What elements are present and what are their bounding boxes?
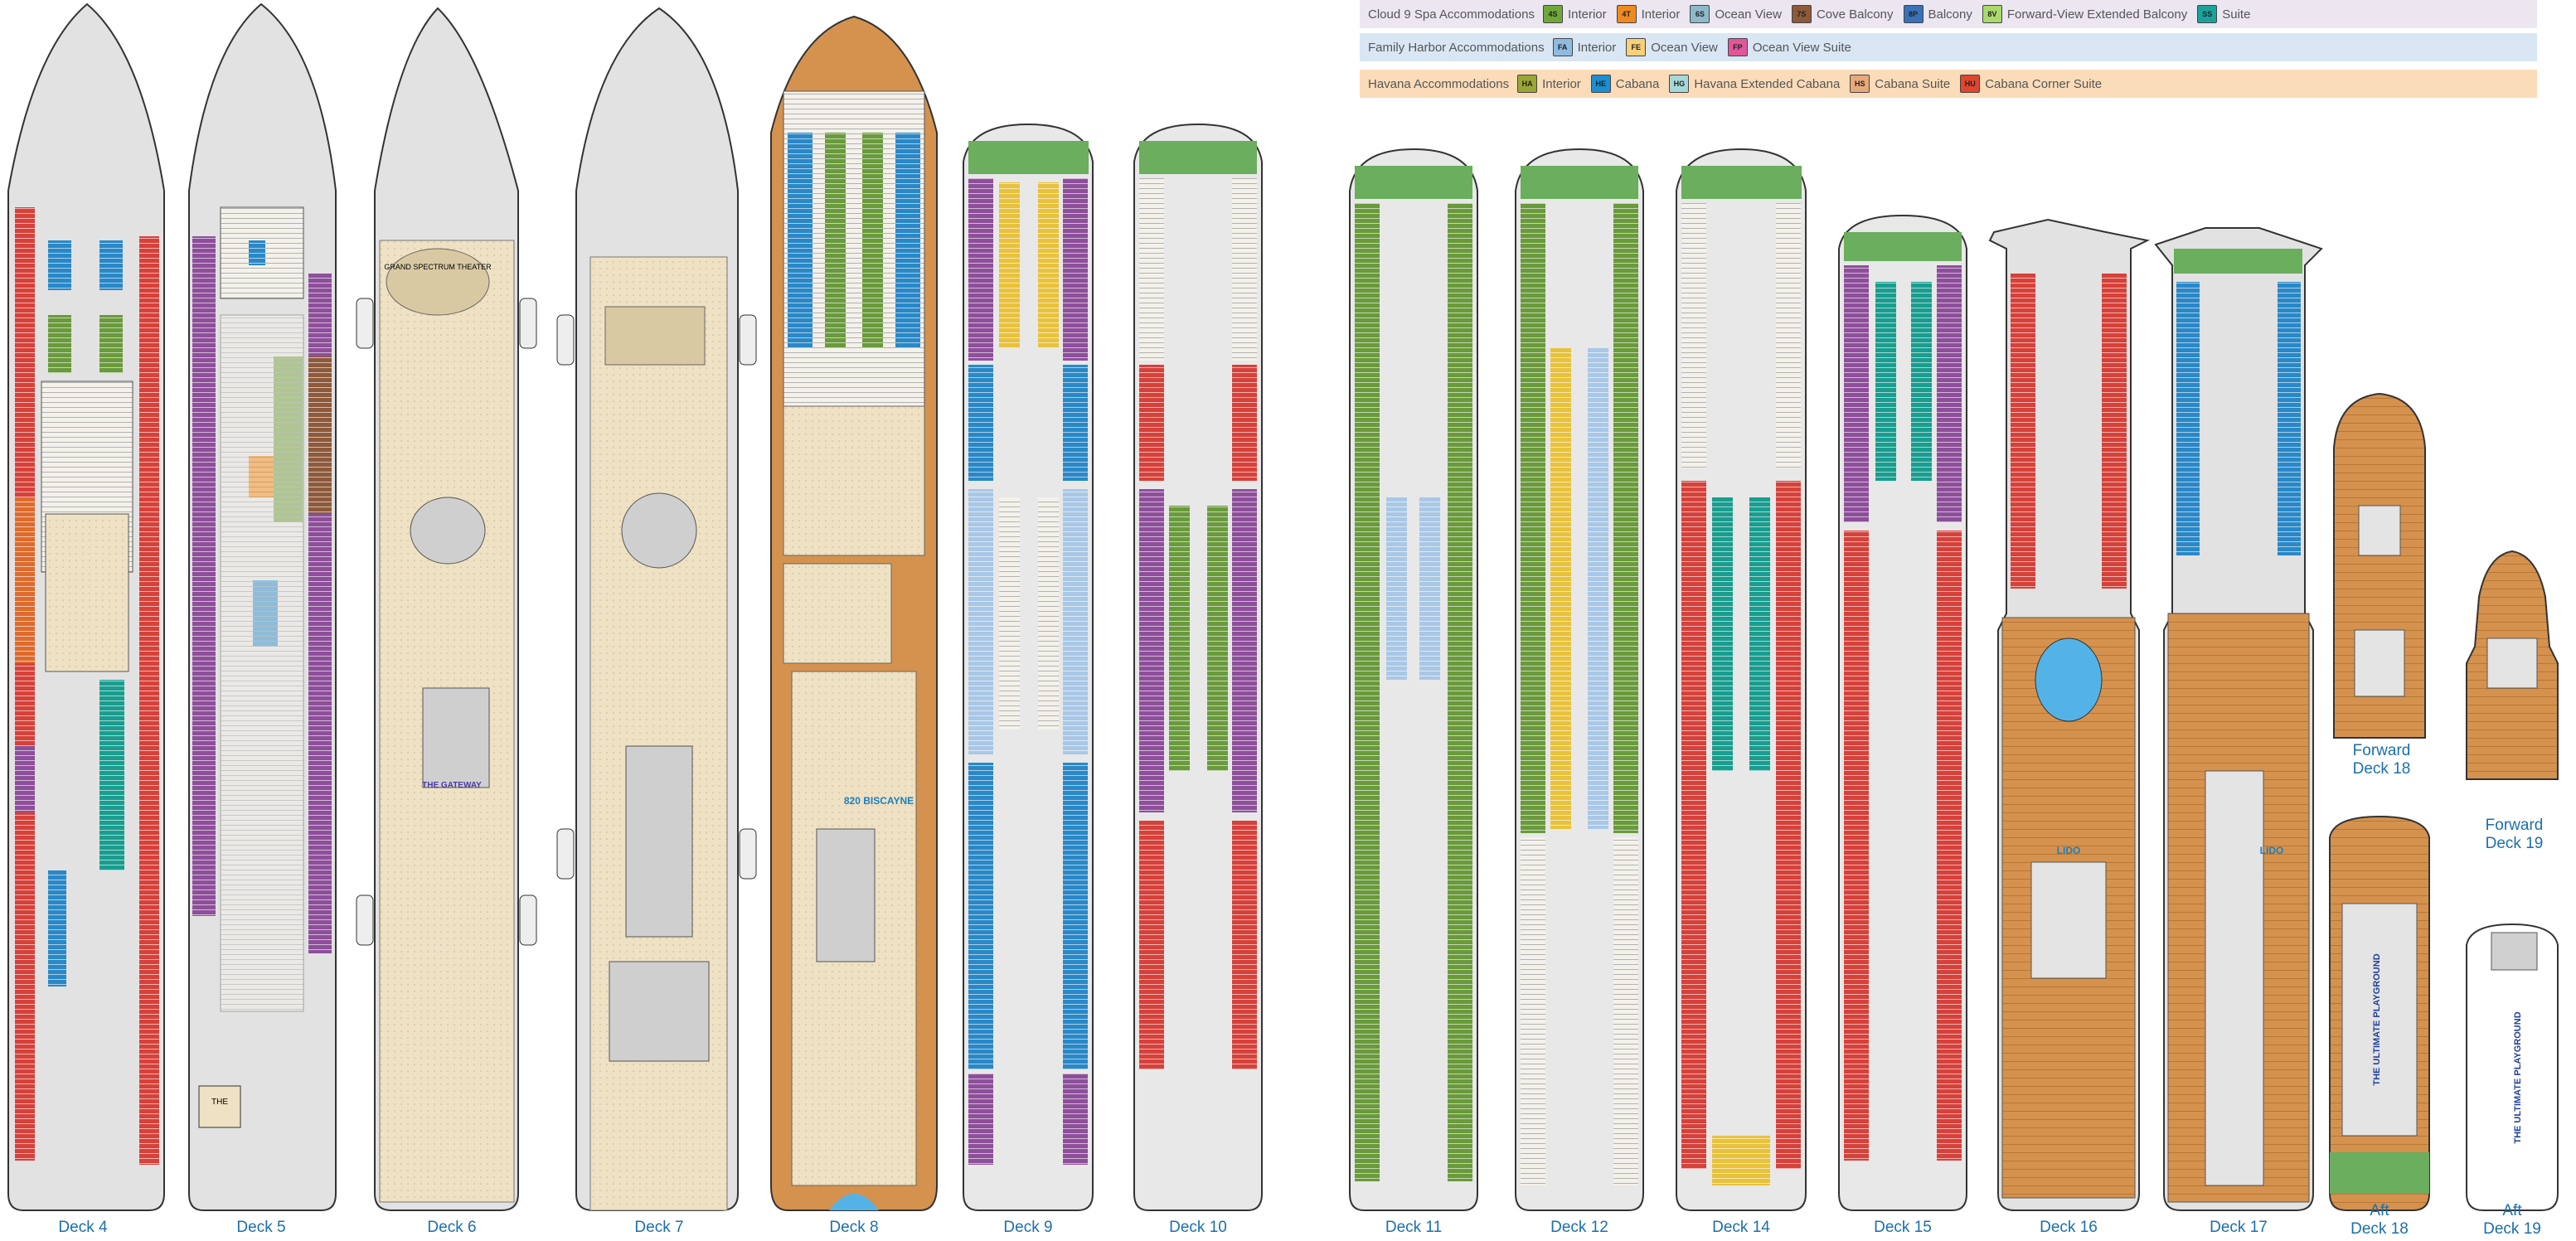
legend-code: HS xyxy=(1850,75,1870,93)
legend-item: 4T Interior xyxy=(1616,5,1684,23)
legend-code: SS xyxy=(2197,5,2218,23)
legend-cloud9-title: Cloud 9 Spa Accommodations xyxy=(1368,7,1535,22)
legend-label: Cove Balcony xyxy=(1816,7,1894,22)
legend-cloud9: Cloud 9 Spa Accommodations 4S Interior 4T… xyxy=(1360,0,2537,28)
legend-label: Cabana Corner Suite xyxy=(1985,76,2103,91)
legend-item: HA Interior xyxy=(1517,75,1584,93)
ultimate-playground-label: THE ULTIMATE PLAYGROUND xyxy=(2372,953,2382,1085)
legend-code: 8P xyxy=(1903,5,1924,23)
legend-havana: Havana Accommodations HA Interior HE Caban… xyxy=(1360,70,2537,98)
legend-item: HG Havana Extended Cabana xyxy=(1669,75,1843,93)
ultimate-playground-label-19: THE ULTIMATE PLAYGROUND xyxy=(2513,1011,2523,1143)
legend-item: FP Ocean View Suite xyxy=(1727,38,1855,56)
lido-label-16: LIDO xyxy=(2057,845,2081,856)
deck-label: Deck 14 xyxy=(1712,1219,1770,1236)
deck-17-plan: LIDO xyxy=(2154,227,2323,1211)
legend-label: Suite xyxy=(2222,7,2251,22)
legend-family-title: Family Harbor Accommodations xyxy=(1368,40,1545,55)
legend-label: Interior xyxy=(1577,40,1617,55)
deck-5-plan: THE xyxy=(188,2,337,1211)
deck-4-plan xyxy=(7,2,165,1211)
deck-7-plan xyxy=(556,7,757,1211)
deck-label: Deck 9 xyxy=(1003,1219,1053,1236)
legend-code: 4S xyxy=(1542,5,1563,23)
legend-item: SS Suite xyxy=(2197,5,2253,23)
deck-10-plan xyxy=(1133,123,1263,1211)
deck-8-plan: 820 BISCAYNE xyxy=(770,15,938,1211)
deck-16-plan: LIDO xyxy=(1988,218,2151,1211)
deck-label: Deck 10 xyxy=(1169,1219,1227,1236)
legend-code: 7S xyxy=(1791,5,1812,23)
legend-item: FE Ocean View xyxy=(1626,38,1721,56)
deck-label: Aft Deck 18 xyxy=(2350,1202,2409,1238)
deck-label: Deck 8 xyxy=(829,1219,879,1236)
legend-label: Balcony xyxy=(1928,7,1972,22)
legend-item: FA Interior xyxy=(1552,38,1620,56)
legend-code: HE xyxy=(1590,75,1611,93)
legend-item: 8P Balcony xyxy=(1903,5,1976,23)
legend-item: HU Cabana Corner Suite xyxy=(1960,75,2105,93)
forward-deck-19-plan xyxy=(2466,550,2559,780)
legend-code: HA xyxy=(1517,75,1538,93)
legend-label: Interior xyxy=(1641,7,1681,22)
legend-label: Ocean View Suite xyxy=(1752,40,1851,55)
deck-9-plan xyxy=(963,123,1094,1211)
deck-label: Deck 6 xyxy=(427,1219,477,1236)
deck-label: Deck 5 xyxy=(236,1219,286,1236)
legend-item: 7S Cove Balcony xyxy=(1791,5,1897,23)
deck-12-plan xyxy=(1515,148,1644,1211)
forward-deck-18-plan xyxy=(2333,392,2426,739)
deck-label: Deck 15 xyxy=(1874,1219,1932,1236)
aft-deck-19-plan: THE ULTIMATE PLAYGROUND xyxy=(2466,923,2559,1211)
legend-code: 8V xyxy=(1982,5,2002,23)
legend-label: Ocean View xyxy=(1715,7,1782,22)
legend-label: Cabana xyxy=(1615,76,1660,91)
legend-code: HG xyxy=(1669,75,1690,93)
legend-item: 8V Forward-View Extended Balcony xyxy=(1982,5,2190,23)
legend-code: FA xyxy=(1552,38,1573,56)
deck-label: Deck 11 xyxy=(1385,1219,1443,1236)
legend-code: HU xyxy=(1960,75,1981,93)
gateway-label: THE GATEWAY xyxy=(422,781,482,790)
deck-11-plan xyxy=(1349,148,1478,1211)
legend-item: HE Cabana xyxy=(1590,75,1663,93)
theater-label: GRAND SPECTRUM THEATER xyxy=(384,263,492,271)
legend-item: 6S Ocean View xyxy=(1690,5,1785,23)
deck-label: Forward Deck 19 xyxy=(2485,817,2544,852)
legend-item: HS Cabana Suite xyxy=(1850,75,1953,93)
deck-14-plan xyxy=(1676,148,1807,1211)
deck-label: Deck 4 xyxy=(58,1219,108,1236)
legend-label: Forward-View Extended Balcony xyxy=(2006,7,2188,22)
deck-label: Deck 7 xyxy=(634,1219,684,1236)
legend-code: 6S xyxy=(1690,5,1710,23)
legend-label: Havana Extended Cabana xyxy=(1694,76,1841,91)
deck-15-plan xyxy=(1838,214,1967,1211)
legend-label: Ocean View xyxy=(1651,40,1718,55)
bar820-label: 820 BISCAYNE xyxy=(844,795,914,807)
legend-code: FE xyxy=(1626,38,1647,56)
deck-6-plan: GRAND SPECTRUM THEATER THE GATEWAY xyxy=(356,7,537,1211)
aft-deck-18-plan: THE ULTIMATE PLAYGROUND xyxy=(2329,815,2430,1211)
legend-label: Interior xyxy=(1567,7,1607,22)
legend-item: 4S Interior xyxy=(1542,5,1610,23)
lido-label-17: LIDO xyxy=(2260,845,2284,856)
deck-label: Deck 16 xyxy=(2040,1219,2098,1236)
legend-label: Cabana Suite xyxy=(1875,76,1951,91)
deck-label: Deck 12 xyxy=(1550,1219,1608,1236)
svg-text:THE: THE xyxy=(211,1098,228,1107)
legend-code: FP xyxy=(1727,38,1748,56)
legend-havana-title: Havana Accommodations xyxy=(1368,76,1510,91)
legend-label: Interior xyxy=(1542,76,1581,91)
legend-code: 4T xyxy=(1616,5,1637,23)
deck-label: Aft Deck 19 xyxy=(2483,1202,2541,1238)
deck-label: Forward Deck 18 xyxy=(2352,742,2411,778)
deck-label: Deck 17 xyxy=(2210,1219,2268,1236)
